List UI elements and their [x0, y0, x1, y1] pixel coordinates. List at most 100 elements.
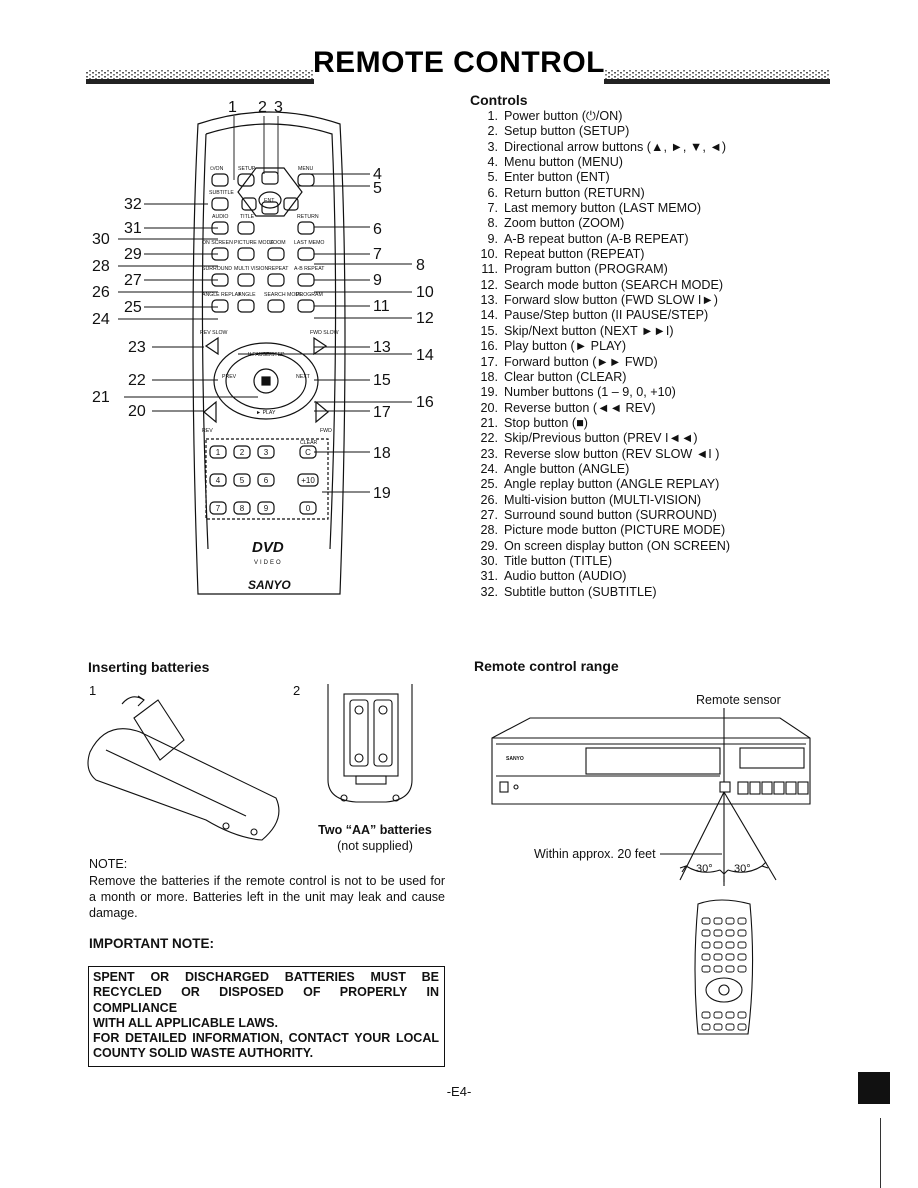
control-item-number: 32.: [480, 584, 498, 599]
callout-27: 27: [124, 272, 142, 289]
remote-body-outline: [192, 111, 346, 595]
recycling-warning-box: SPENT OR DISCHARGED BATTERIES MUST BE RE…: [88, 966, 445, 1067]
angle-right-label: 30°: [734, 863, 751, 875]
control-item-label: Play button (► PLAY): [504, 339, 627, 354]
control-item: 15.Skip/Next button (NEXT ►►I): [470, 324, 890, 339]
callout-32: 32: [124, 196, 142, 213]
battery-insertion-illustration: [87, 684, 413, 841]
label-play: ► PLAY: [256, 410, 276, 416]
control-item-number: 28.: [480, 523, 498, 538]
callout-29: 29: [124, 246, 142, 263]
numkey-9: 9: [264, 504, 269, 513]
callout-25: 25: [124, 299, 142, 316]
label-angle-replay: ANGLE REPLAY: [202, 292, 242, 298]
callout-31: 31: [124, 220, 142, 237]
step-1-label: 1: [89, 683, 97, 698]
control-item-label: Surround sound button (SURROUND): [504, 507, 717, 522]
angle-left-label: 30°: [696, 863, 713, 875]
control-item-label: Skip/Previous button (PREV I◄◄): [504, 431, 698, 446]
label-picture-mode: PICTURE MODE: [234, 240, 274, 246]
control-item: 14.Pause/Step button (II PAUSE/STEP): [470, 308, 890, 323]
control-item: 11. Program button (PROGRAM): [470, 262, 890, 277]
player-brand: SANYO: [506, 756, 524, 762]
callout-8: 8: [416, 257, 425, 274]
control-item-label: Number buttons (1 – 9, 0, +10): [504, 385, 676, 400]
control-item-number: 26.: [480, 492, 498, 507]
label-angle: ANGLE: [238, 292, 256, 298]
numkey-3: 3: [264, 448, 269, 457]
callout-15: 15: [373, 372, 391, 389]
callout-18: 18: [373, 445, 391, 462]
battery-supply-note: (not supplied): [337, 839, 413, 853]
callout-7: 7: [373, 246, 382, 263]
control-item: 17.Forward button (►► FWD): [470, 355, 890, 370]
control-item-number: 25.: [480, 477, 498, 492]
numkey-1: 1: [216, 448, 221, 457]
callout-9: 9: [373, 272, 382, 289]
callout-20: 20: [128, 403, 146, 420]
control-item-label: Skip/Next button (NEXT ►►I): [504, 323, 674, 338]
label-repeat: REPEAT: [268, 266, 289, 272]
control-item-label: A-B repeat button (A-B REPEAT): [504, 231, 689, 246]
control-item-number: 6.: [487, 185, 498, 200]
control-item-label: Angle replay button (ANGLE REPLAY): [504, 477, 720, 492]
control-item: 28.Picture mode button (PICTURE MODE): [470, 523, 890, 538]
label-menu: MENU: [298, 166, 314, 172]
control-item-label: Return button (RETURN): [504, 185, 645, 200]
control-item-label: Stop button (■): [504, 415, 588, 430]
numkey-8: 8: [240, 504, 245, 513]
control-item-number: 16.: [480, 339, 498, 354]
important-note-heading: IMPORTANT NOTE:: [89, 936, 214, 951]
callout-leader-lines: [118, 116, 412, 493]
label-program: PROGRAM: [296, 292, 323, 298]
control-item-number: 10.: [480, 247, 498, 262]
control-item-number: 11.: [481, 262, 498, 277]
control-item: 10.Repeat button (REPEAT): [470, 247, 890, 262]
page-number: -E4-: [446, 1084, 472, 1099]
label-ab-repeat: A-B REPEAT: [294, 266, 325, 272]
label-fwd: FWD: [320, 428, 332, 434]
callout-24: 24: [92, 311, 110, 328]
control-item-label: Pause/Step button (II PAUSE/STEP): [504, 308, 709, 323]
control-item-number: 21.: [480, 415, 498, 430]
control-item-number: 2.: [487, 124, 498, 139]
callout-2: 2: [258, 99, 267, 116]
batteries-heading: Inserting batteries: [88, 659, 210, 675]
remote-sensor-label: Remote sensor: [696, 693, 781, 707]
label-next: NEXT: [296, 374, 311, 380]
control-item-label: Forward button (►► FWD): [504, 354, 658, 369]
numkey-6: 6: [264, 476, 269, 485]
brand-logo: SANYO: [248, 578, 291, 592]
control-item-label: Menu button (MENU): [504, 155, 623, 170]
label-clear: CLEAR: [300, 440, 318, 446]
label-title: TITLE: [240, 214, 255, 220]
label-on: ⏻/ON: [210, 166, 224, 172]
label-ent: ENT: [264, 198, 275, 204]
remote-range-diagram: Remote sensor: [491, 693, 811, 1035]
control-item-label: Power button (⏻/ON): [504, 109, 623, 123]
control-item-label: Program button (PROGRAM): [504, 262, 668, 277]
controls-list: 1.Power button (⏻/ON)2.Setup button (SET…: [470, 109, 890, 600]
control-item-label: Forward slow button (FWD SLOW I►): [504, 293, 719, 308]
warning-line: SPENT OR DISCHARGED BATTERIES MUST BE: [93, 970, 439, 984]
control-item-number: 24.: [480, 461, 498, 476]
control-item-number: 8.: [487, 216, 498, 231]
control-item: 19.Number buttons (1 – 9, 0, +10): [470, 385, 890, 400]
control-item-label: Setup button (SETUP): [504, 124, 630, 139]
label-subtitle: SUBTITLE: [209, 190, 234, 196]
control-item-number: 27.: [480, 507, 498, 522]
numkey-2: 2: [240, 448, 245, 457]
control-item: 23.Reverse slow button (REV SLOW ◄I ): [470, 447, 890, 462]
label-setup: SETUP: [238, 166, 256, 172]
callout-14: 14: [416, 347, 434, 364]
callout-22: 22: [128, 372, 146, 389]
callout-21: 21: [92, 389, 110, 406]
control-item: 25. Angle replay button (ANGLE REPLAY): [470, 477, 890, 492]
control-item-label: Reverse button (◄◄ REV): [504, 400, 656, 415]
numkey-5: 5: [240, 476, 245, 485]
control-item-label: Reverse slow button (REV SLOW ◄I ): [504, 446, 720, 461]
control-item: 3.Directional arrow buttons (▲, ►, ▼, ◄): [470, 140, 890, 155]
controls-heading: Controls: [470, 92, 528, 108]
callout-30: 30: [92, 231, 110, 248]
control-item-number: 22.: [480, 431, 498, 446]
